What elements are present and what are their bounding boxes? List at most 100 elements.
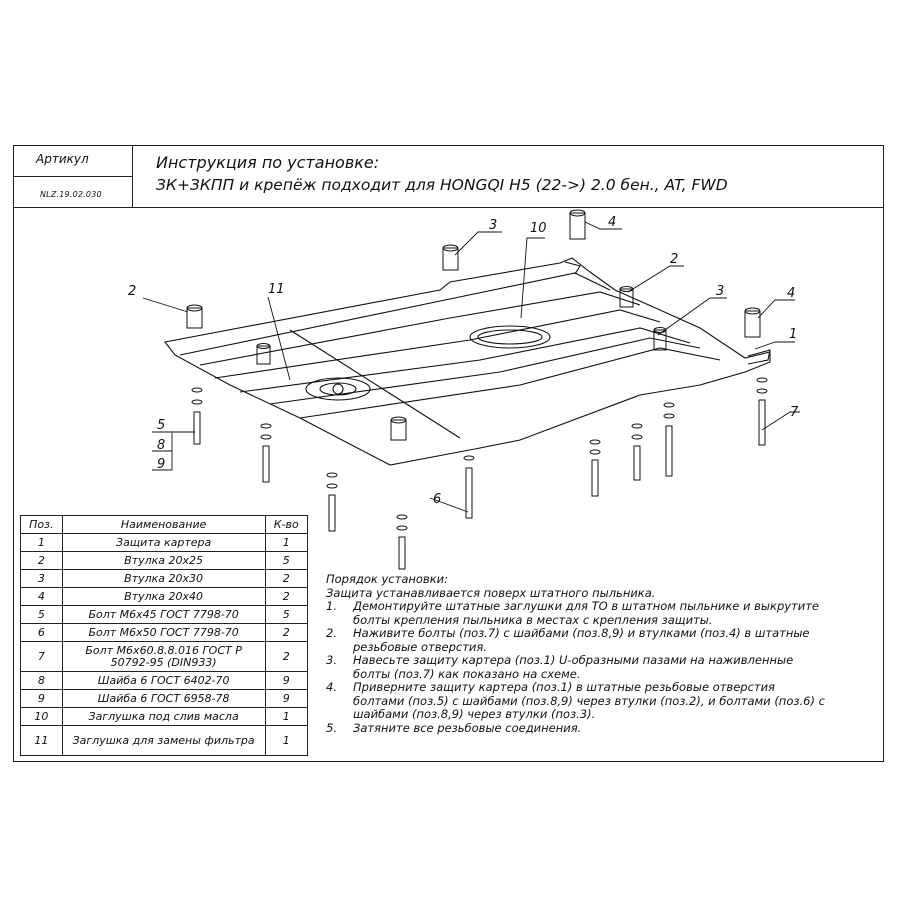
bushing-pos3-right [653, 327, 667, 351]
row-pos: 9 [20, 689, 63, 708]
callout-10: 10 [530, 221, 547, 236]
instructions-intro: Защита устанавливается поверх штатного п… [326, 585, 656, 600]
installation-instructions: Порядок установки: Защита устанавливаетс… [326, 572, 886, 736]
row-pos: 10 [20, 707, 63, 726]
skid-plate-rib-2 [199, 291, 641, 366]
bushing-pos2-bottom [390, 416, 407, 441]
filter-hatch-plug [332, 383, 344, 395]
row-qty: 1 [264, 533, 309, 552]
skid-plate-rib-5 [269, 337, 701, 405]
callout-9: 9 [157, 457, 165, 472]
bushing-pos3-top [442, 244, 459, 271]
rear-u-slot [747, 349, 771, 365]
row-pos: 1 [20, 533, 63, 552]
row-pos: 5 [20, 605, 63, 624]
row-pos: 4 [20, 587, 63, 606]
instruction-step: 1. Демонтируйте штатные заглушки для ТО в… [326, 599, 886, 627]
step-number: 1. [326, 599, 337, 613]
step-text: Наживите болты (поз.7) с шайбами (поз.8,… [353, 626, 810, 654]
oil-drain-hatch-inner [477, 329, 543, 345]
header-pos: Поз. [20, 515, 63, 534]
skid-plate-rib-4 [239, 327, 691, 393]
callout-6: 6 [433, 492, 441, 507]
callout-3-right: 3 [716, 284, 724, 299]
row-name: Втулка 20х40 [61, 587, 266, 606]
bushing-pos4-right [744, 307, 761, 338]
callout-5: 5 [157, 418, 165, 433]
row-name: Шайба 6 ГОСТ 6958-78 [61, 689, 266, 708]
row-qty: 5 [264, 605, 309, 624]
callout-4-right: 4 [787, 286, 795, 301]
instruction-step: 3.Навесьте защиту картера (поз.1) U-обра… [326, 653, 886, 681]
row-pos: 3 [20, 569, 63, 588]
bushing-pos4-top [569, 209, 586, 240]
row-qty: 1 [264, 725, 309, 756]
bushing-group [186, 209, 761, 441]
front-u-slot [564, 261, 581, 275]
instruction-step: 5. Затяните все резьбовые соединения. [326, 720, 886, 736]
row-name: Заглушка под слив масла [61, 707, 266, 726]
skid-plate-outline [164, 257, 771, 466]
row-pos: 7 [20, 641, 63, 672]
row-qty: 2 [264, 623, 309, 642]
skid-plate-rib-1 [179, 272, 611, 356]
bolt-pos5-right [631, 423, 643, 481]
callout-4-top: 4 [608, 215, 616, 230]
bolt-pos6-a [463, 455, 475, 519]
row-name: Болт М6х60.8.8.016 ГОСТ Р 50792-95 (DIN9… [61, 641, 266, 672]
instruction-step: 2. Наживите болты (поз.7) с шайбами (поз.… [326, 626, 886, 654]
step-text: Затяните все резьбовые соединения. [353, 720, 582, 735]
instructions-heading: Порядок установки: [326, 572, 448, 586]
vehicle-fitment-title: ЗК+ЗКПП и крепёж подходит для HONGQI H5 … [156, 176, 728, 194]
header-name: Наименование [61, 515, 266, 534]
bolt-pos5-bottom [396, 514, 408, 570]
callout-underlines [152, 431, 172, 471]
step-text: Демонтируйте штатные заглушки для ТО в ш… [353, 599, 820, 627]
row-qty: 5 [264, 551, 309, 570]
step-text: Приверните защиту картера (поз.1) в штат… [353, 680, 825, 721]
bushing-pos2-left [186, 304, 203, 329]
instruction-title: Инструкция по установке: [156, 153, 380, 172]
bolt-pos6-b [589, 439, 601, 497]
skid-plate-seam [289, 329, 461, 439]
row-name: Болт М6х50 ГОСТ 7798-70 [61, 623, 266, 642]
article-label: Артикул [36, 152, 89, 166]
filter-hatch [305, 377, 371, 401]
callout-2-left: 2 [128, 284, 136, 299]
bolt-pos7-a [663, 402, 675, 477]
bolt-pos7-b [756, 377, 768, 446]
callout-2-right: 2 [670, 252, 678, 267]
step-number: 4. [326, 680, 337, 694]
callout-1: 1 [789, 327, 797, 342]
row-qty: 1 [264, 707, 309, 726]
step-number: 5. [326, 720, 337, 735]
row-qty: 2 [264, 641, 309, 672]
bolt-pos5-center [326, 472, 338, 532]
callout-7: 7 [790, 405, 799, 420]
leader-lines [142, 221, 800, 513]
header-qty: К-во [264, 515, 309, 534]
row-pos: 6 [20, 623, 63, 642]
row-qty: 9 [264, 689, 309, 708]
bolt-pos5-left [191, 387, 203, 445]
instruction-step: 4. Приверните защиту картера (поз.1) в шт… [326, 680, 886, 722]
row-name: Защита картера [61, 533, 266, 552]
header-divider [13, 207, 884, 208]
oil-drain-hatch [469, 325, 551, 349]
callout-11: 11 [268, 282, 285, 297]
skid-plate-rib-6 [299, 347, 721, 419]
bolt-group [191, 377, 768, 570]
bushing-pos2-center [256, 343, 271, 365]
step-number: 2. [326, 626, 337, 640]
